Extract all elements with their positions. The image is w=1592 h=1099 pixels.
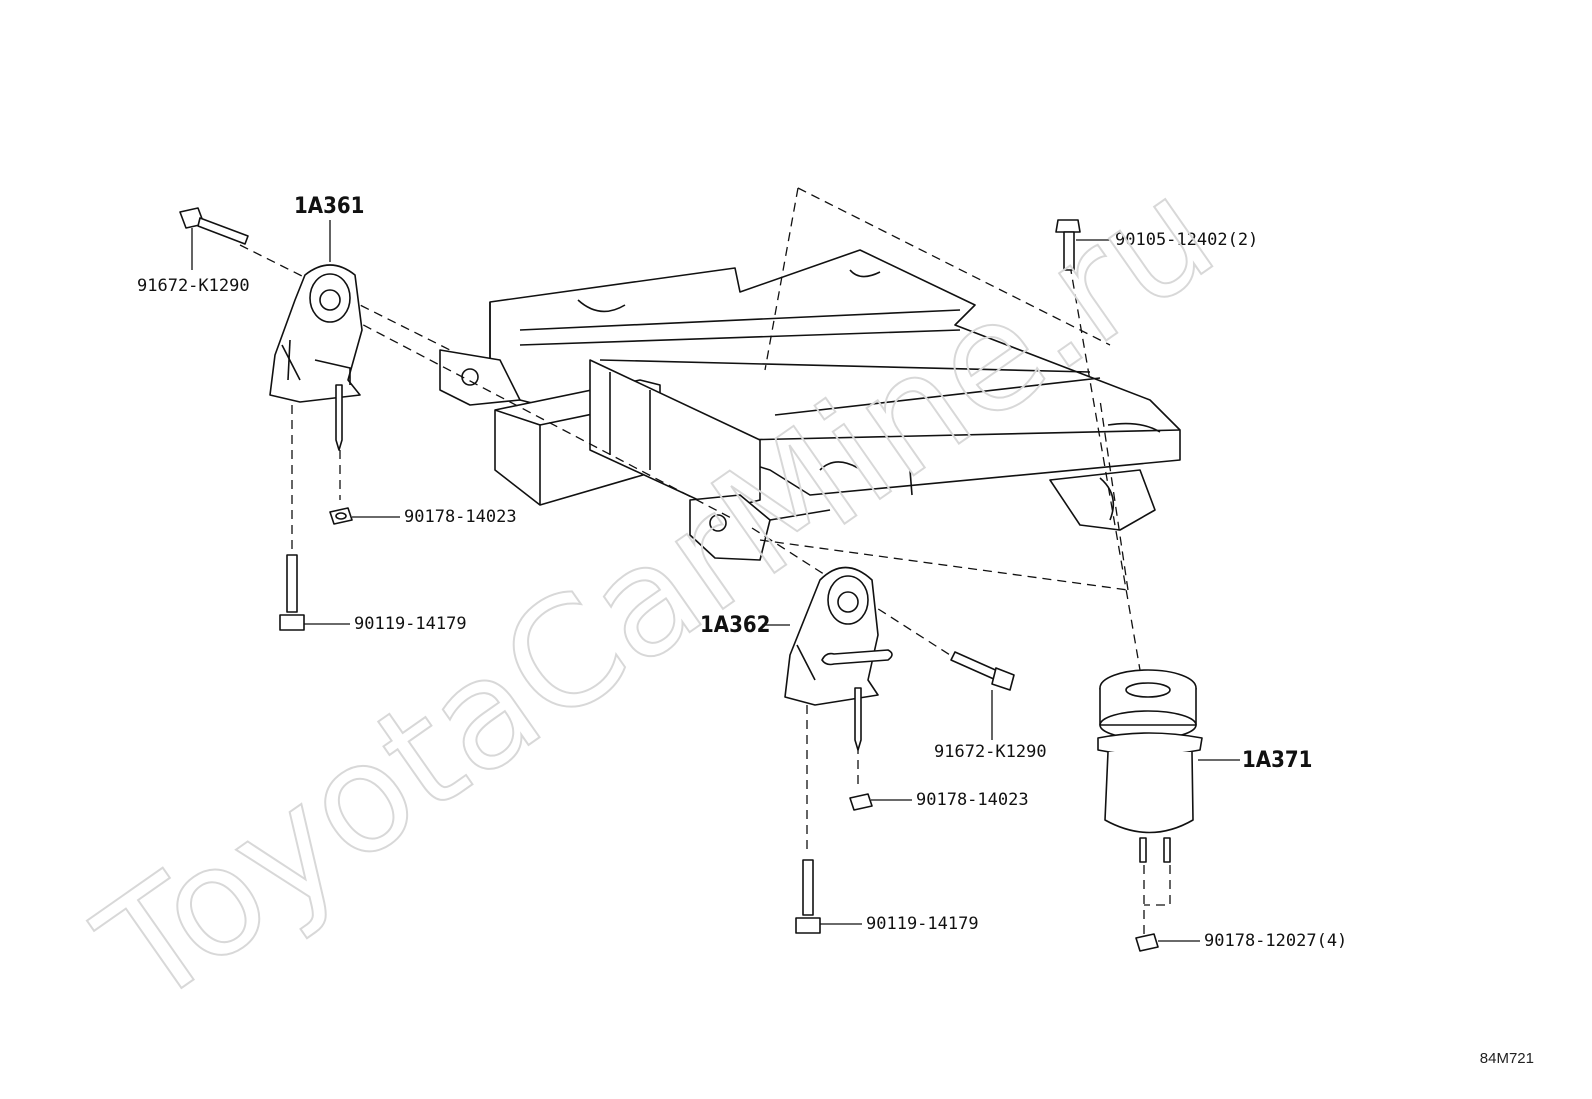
- callout-91672-upper[interactable]: 91672-K1290: [137, 276, 250, 296]
- bolt-91672-upper[interactable]: [179, 207, 249, 245]
- callout-90119-lh[interactable]: 90119-14179: [866, 914, 979, 934]
- mount-1a362[interactable]: [784, 566, 893, 751]
- callout-90119-rh[interactable]: 90119-14179: [354, 614, 467, 634]
- leader-lines: [191, 220, 1240, 942]
- diagram-code: 84M721: [1479, 1050, 1534, 1067]
- nut-90178-front[interactable]: [1135, 933, 1159, 952]
- callout-1a362[interactable]: 1A362: [700, 613, 770, 638]
- callout-90178-rh[interactable]: 90178-14023: [404, 507, 517, 527]
- callout-91672-lh[interactable]: 91672-K1290: [934, 742, 1047, 762]
- mount-1a361[interactable]: [269, 264, 363, 451]
- mount-1a371[interactable]: [1097, 669, 1203, 863]
- bolt-90105-top[interactable]: [1055, 219, 1081, 271]
- bolt-90119-lh[interactable]: [795, 859, 821, 934]
- callout-1a371[interactable]: 1A371: [1242, 748, 1312, 773]
- nut-90178-rh[interactable]: [329, 507, 353, 525]
- callout-1a361[interactable]: 1A361: [294, 194, 364, 219]
- callout-90178-front[interactable]: 90178-12027(4): [1204, 931, 1347, 951]
- bolt-91672-lh[interactable]: [950, 651, 1015, 691]
- nut-90178-lh[interactable]: [849, 793, 873, 811]
- callout-90105[interactable]: 90105-12402(2): [1115, 230, 1258, 250]
- assembly-lines: [239, 187, 1171, 935]
- callout-90178-lh[interactable]: 90178-14023: [916, 790, 1029, 810]
- bolt-90119-rh[interactable]: [279, 554, 305, 631]
- crossmember-frame: [439, 249, 1181, 561]
